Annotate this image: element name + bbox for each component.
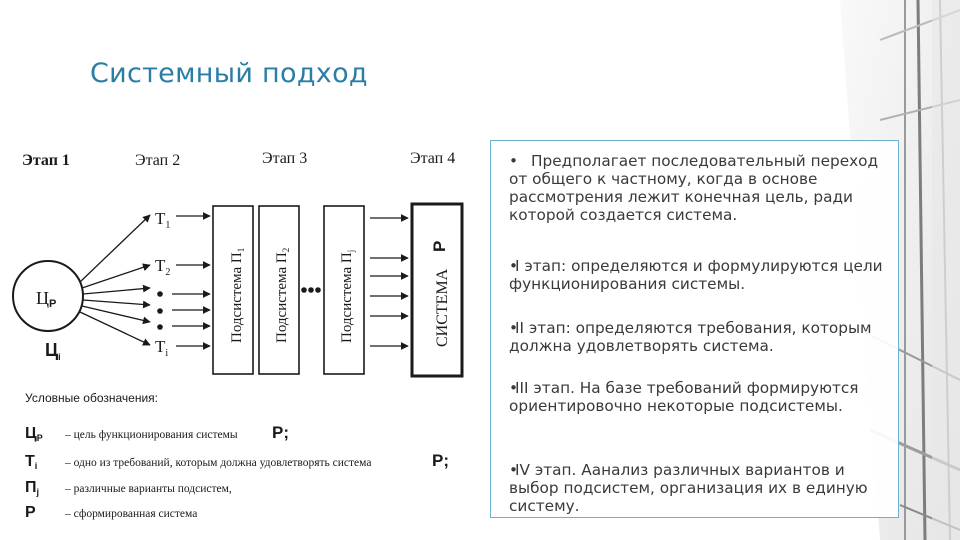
description-box: •Предполагает последовательный переход о…	[490, 140, 899, 518]
goal-below-label: Цi	[45, 340, 61, 362]
slide-title: Системный подход	[90, 58, 368, 89]
legend-tail: P;	[272, 423, 289, 442]
bullet-item: •IV этап. Аанализ различных вариантов и …	[509, 461, 884, 515]
legend-symbol: ЦP	[25, 425, 43, 443]
subsystem-label-1: Подсистема П1	[229, 248, 246, 343]
stage-label-1: Этап 1	[22, 152, 70, 169]
bullet-mark: •	[509, 319, 519, 337]
requirement-label-i: Ti	[155, 337, 168, 359]
stage-label-3: Этап 3	[262, 150, 307, 167]
subsystem-label-j: Подсистема Пj	[339, 250, 356, 343]
ellipsis-dot	[308, 287, 314, 293]
goal-arrows	[79, 214, 151, 346]
ellipsis-dot	[301, 287, 307, 293]
ellipsis-dot	[157, 324, 163, 330]
bullet-item: •II этап: определяются требования, котор…	[509, 319, 884, 355]
goal-circle	[12, 260, 84, 332]
legend-text: – различные варианты подсистем,	[64, 483, 232, 495]
system-approach-diagram: Этап 1 Этап 2 Этап 3 Этап 4 ЦP Цi T1 T2	[12, 150, 464, 521]
legend-symbol: Р	[25, 504, 36, 521]
subsystem-box-1	[212, 205, 254, 375]
bullet-item: •Предполагает последовательный переход о…	[509, 152, 884, 224]
ellipsis-dot	[157, 291, 163, 297]
bullet-item: •I этап: определяются и формулируются це…	[509, 257, 884, 293]
stage-label-4: Этап 4	[410, 150, 455, 167]
subsystem-label-2: Подсистема П2	[274, 248, 291, 343]
bullet-item: •III этап. На базе требований формируютс…	[509, 379, 884, 415]
legend-symbol: Пj	[25, 479, 39, 497]
stage-label-2: Этап 2	[135, 152, 180, 169]
ellipsis-dot	[157, 308, 163, 314]
ellipsis-dot	[315, 287, 321, 293]
bullet-text: IV этап. Аанализ различных вариантов и в…	[509, 461, 868, 515]
goal-label: ЦP	[36, 288, 56, 310]
subsystem-box-j	[323, 205, 365, 375]
legend-text: – сформированная система	[64, 508, 197, 520]
system-label: СИСТЕМА	[434, 268, 451, 347]
bullet-mark: •	[509, 257, 519, 275]
bullet-text: III этап. На базе требований формируются…	[509, 379, 859, 415]
system-box	[410, 202, 464, 378]
bullet-mark: •	[509, 379, 519, 397]
bullet-text: Предполагает последовательный переход от…	[509, 152, 879, 224]
legend-text: – одно из требований, которым должна удо…	[64, 457, 371, 469]
subsystem-box-2	[258, 205, 300, 375]
bullet-text: I этап: определяются и формулируются цел…	[509, 257, 883, 293]
legend-symbol: Тi	[25, 453, 37, 471]
subsystem-arrows	[370, 214, 409, 350]
legend-tail: P;	[432, 451, 449, 470]
requirement-arrows	[172, 212, 211, 350]
bullet-mark: •	[509, 152, 519, 170]
requirement-label-2: T2	[155, 256, 170, 278]
bullet-mark: •	[509, 461, 519, 479]
legend-heading: Условные обозначения:	[25, 391, 158, 405]
requirement-label-1: T1	[155, 209, 170, 231]
system-letter: P	[430, 241, 449, 252]
legend-text: – цель функционирования системы	[64, 429, 238, 441]
bullet-text: II этап: определяются требования, которы…	[509, 319, 872, 355]
